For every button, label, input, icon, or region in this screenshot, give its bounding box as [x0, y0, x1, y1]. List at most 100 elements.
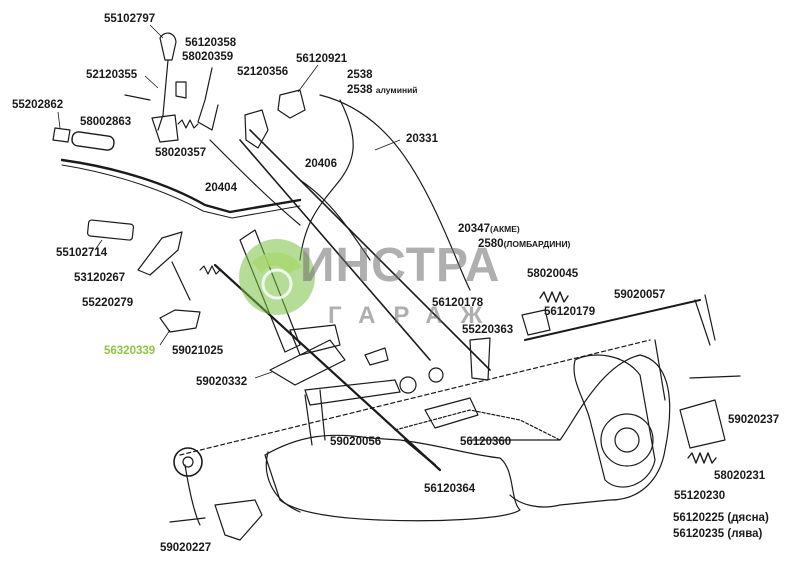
label-56120360: 56120360 — [460, 436, 512, 448]
label-56320339: 56320339 — [104, 345, 156, 357]
spring-58020231 — [687, 452, 717, 464]
rod-long-1 — [239, 139, 431, 361]
label-56120178: 56120178 — [432, 297, 484, 309]
clutch-lever-arm — [157, 59, 169, 131]
watermark-sub: ГАРАЖ — [328, 302, 501, 329]
bracket-56320339 — [159, 309, 201, 333]
pivot-plate — [269, 339, 346, 386]
label-2580: 2580(ЛОМБАРДИНИ) — [478, 238, 571, 250]
leader-55102714 — [94, 239, 103, 251]
label-55120230: 55120230 — [674, 490, 726, 502]
label-59020056: 59020056 — [330, 436, 382, 448]
fork-59020056 — [304, 389, 326, 446]
label-58020231: 58020231 — [714, 470, 766, 482]
belt-dashed — [179, 339, 651, 456]
label-52120355: 52120355 — [86, 69, 138, 81]
leader-59020332 — [254, 371, 273, 379]
label-20404: 20404 — [205, 182, 237, 194]
label-53120267: 53120267 — [74, 272, 126, 284]
label-59020057: 59020057 — [614, 289, 666, 301]
bushing-2 — [428, 367, 444, 383]
screw-right — [689, 375, 741, 379]
bushing — [399, 376, 417, 394]
throttle-lever — [197, 67, 219, 131]
label-56120921: 56120921 — [296, 53, 348, 65]
label-55102797: 55102797 — [104, 13, 156, 25]
plate-56120360 — [424, 397, 479, 429]
fork-59020057 — [694, 294, 716, 346]
leader-56120921 — [297, 64, 319, 93]
label-58020359: 58020359 — [182, 51, 234, 63]
pulley-outer — [173, 447, 203, 477]
cable-20331 — [319, 94, 471, 291]
housing-bearing-inner — [614, 427, 640, 453]
clutch-lever-bracket — [151, 114, 179, 143]
pulley-inner — [182, 456, 194, 468]
label-58020357: 58020357 — [155, 147, 207, 159]
grip — [71, 131, 115, 151]
label-52120356: 52120356 — [237, 66, 289, 78]
leader-56320339 — [159, 329, 171, 346]
label-59020227: 59020227 — [160, 542, 212, 554]
plate-56120178 — [469, 337, 491, 381]
bracket-59020237 — [679, 399, 726, 449]
handlebar-tube — [60, 158, 302, 214]
throttle-spring — [177, 119, 199, 129]
label-58020045: 58020045 — [527, 268, 579, 280]
clutch-lever-knob — [159, 32, 177, 61]
housing-cover-plate — [573, 354, 656, 488]
lever-handle-59020056 — [304, 379, 401, 406]
cable-20404 — [209, 139, 301, 226]
housing-flange — [265, 451, 301, 513]
lever-53120267 — [137, 231, 183, 276]
lever-plate-top — [244, 109, 269, 149]
label-2538-b: 2538 алуминий — [347, 84, 418, 96]
grip-rubber — [86, 219, 135, 241]
label-55202862: 55202862 — [12, 99, 64, 111]
label-20406: 20406 — [305, 158, 337, 170]
handlebar-tube-lower — [61, 164, 301, 219]
leader-20331 — [374, 139, 401, 151]
leader-55202862 — [57, 111, 61, 129]
top-bolt — [124, 94, 151, 101]
housing-top-edge — [394, 409, 561, 441]
label-20347: 20347(АКМЕ) — [458, 223, 520, 235]
label-59020237: 59020237 — [728, 414, 780, 426]
top-right-bracket — [277, 89, 306, 119]
grip-end-cap — [52, 127, 71, 143]
bracket-small — [175, 81, 187, 99]
clip-55220363 — [364, 347, 389, 366]
rod-cross — [524, 299, 701, 341]
watermark-brand: ИНСТРА — [300, 239, 501, 292]
spring-small — [199, 265, 221, 275]
link-55220279 — [171, 261, 191, 301]
lever-vertical — [239, 229, 301, 353]
cable-20347 — [299, 179, 371, 261]
label-56120358: 56120358 — [185, 37, 237, 49]
label-56120179: 56120179 — [544, 306, 596, 318]
label-55220363: 55220363 — [462, 324, 514, 336]
leader-55102797 — [149, 24, 164, 39]
shaft-56120364 — [403, 438, 437, 467]
bracket-56120179 — [521, 309, 551, 336]
label-2538-a: 2538 — [347, 69, 373, 81]
label-59020332: 59020332 — [196, 376, 248, 388]
spring-58020045 — [539, 291, 569, 303]
label-56120225: 56120225 (дясна) — [673, 512, 769, 524]
watermark-logo-icon — [239, 239, 315, 315]
rod-long-2 — [249, 129, 491, 371]
label-58002863: 58002863 — [80, 116, 132, 128]
bracket-59020227 — [214, 499, 263, 541]
leader-52120355 — [144, 75, 159, 89]
label-55102714: 55102714 — [56, 247, 108, 259]
label-56120235: 56120235 (лява) — [673, 528, 763, 540]
label-59021025: 59021025 — [172, 345, 224, 357]
cable-20406 — [299, 99, 354, 261]
label-20331: 20331 — [406, 133, 438, 145]
gearbox-housing — [264, 434, 521, 522]
housing-bearing-outer — [600, 413, 654, 467]
label-55220279: 55220279 — [82, 297, 134, 309]
cable-down-left — [184, 464, 201, 526]
